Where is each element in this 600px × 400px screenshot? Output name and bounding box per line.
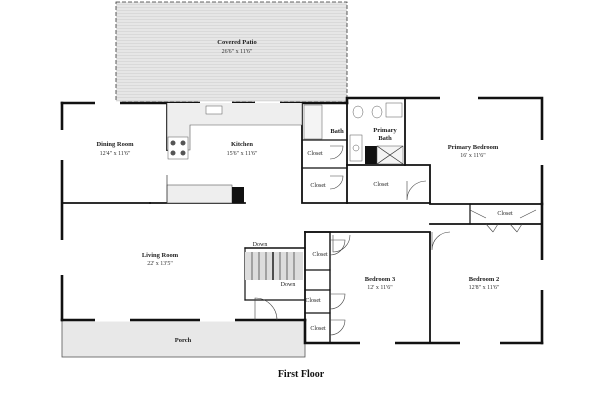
floor-title: First Floor bbox=[278, 369, 325, 380]
closet-door-lines bbox=[469, 209, 537, 219]
wall-bath-west bbox=[301, 102, 348, 204]
door-closet-hall[interactable] bbox=[329, 239, 346, 256]
bifold-door-closet[interactable] bbox=[485, 223, 523, 233]
shower-pan bbox=[365, 146, 377, 164]
refrigerator bbox=[232, 187, 244, 203]
doors bbox=[254, 145, 537, 336]
door-closet-hall-3[interactable] bbox=[329, 293, 346, 310]
primary-bedroom-dims: 16' x 11'6" bbox=[460, 153, 486, 159]
door-front[interactable] bbox=[254, 297, 278, 321]
kitchen-counter-upper bbox=[166, 103, 303, 151]
porch-area bbox=[61, 319, 306, 358]
wall-hall-closets bbox=[304, 231, 331, 344]
primary-bedroom-label: Primary Bedroom bbox=[448, 144, 499, 151]
wall-south-east bbox=[303, 318, 544, 345]
stair-labels: Down Down bbox=[253, 242, 296, 288]
door-bedroom2[interactable] bbox=[431, 231, 451, 251]
closet-labels: Closet Closet Closet Closet Closet Close… bbox=[305, 151, 513, 332]
closet-label: Closet bbox=[307, 151, 323, 157]
bedroom-3-dims: 12' x 11'6" bbox=[367, 285, 393, 291]
kitchen-label: Kitchen bbox=[231, 141, 253, 148]
burner-icon bbox=[170, 140, 176, 146]
bath-fixtures bbox=[303, 102, 404, 165]
covered-patio-area bbox=[115, 1, 348, 103]
bedroom-3[interactable]: Bedroom 3 12' x 11'6" bbox=[365, 276, 396, 291]
dining-room[interactable]: Dining Room 12'4" x 11'6" bbox=[96, 141, 134, 157]
toilet-icon bbox=[371, 105, 383, 119]
primary-bedroom[interactable]: Primary Bedroom 16' x 11'6" bbox=[448, 144, 499, 159]
dining-room-dims: 12'4" x 11'6" bbox=[100, 151, 131, 157]
primary-bath-label-line2: Bath bbox=[378, 135, 392, 142]
porch-label: Porch bbox=[175, 337, 192, 344]
living-room[interactable]: Living Room 22' x 13'5" bbox=[142, 252, 179, 267]
porch[interactable]: Porch bbox=[61, 319, 306, 358]
kitchen[interactable]: Kitchen 15'6" x 11'6" bbox=[227, 141, 258, 157]
closet-label: Closet bbox=[305, 298, 321, 304]
shower-line bbox=[376, 145, 404, 165]
door-closet-hall-2[interactable] bbox=[329, 319, 346, 336]
stair-run bbox=[245, 252, 303, 280]
closet-label: Closet bbox=[497, 211, 513, 217]
living-room-label: Living Room bbox=[142, 252, 179, 259]
wall-primary-south bbox=[346, 164, 543, 205]
kitchen-counter-lower bbox=[166, 184, 233, 204]
burner-icon bbox=[170, 150, 176, 156]
covered-patio-label: Covered Patio bbox=[217, 39, 256, 46]
closet-label: Closet bbox=[312, 252, 328, 258]
interior-walls bbox=[61, 97, 543, 344]
door-closet-bath[interactable] bbox=[329, 175, 344, 190]
wall-bedroom3 bbox=[304, 231, 431, 344]
primary-bath[interactable]: Primary Bath bbox=[373, 127, 397, 142]
bath[interactable]: Bath bbox=[330, 128, 344, 135]
cooktop bbox=[167, 136, 189, 160]
stairs bbox=[245, 252, 303, 280]
closet-label: Closet bbox=[310, 326, 326, 332]
kitchen-fixtures bbox=[166, 103, 303, 204]
burner-icon bbox=[180, 140, 186, 146]
burner-icon bbox=[180, 150, 186, 156]
toilet-icon bbox=[352, 105, 364, 119]
door-bath[interactable] bbox=[329, 145, 344, 160]
bedroom-2-dims: 12'8" x 11'6" bbox=[469, 285, 500, 291]
kitchen-dims: 15'6" x 11'6" bbox=[227, 151, 258, 157]
bathtub bbox=[303, 104, 323, 140]
bedroom-2-label: Bedroom 2 bbox=[469, 276, 499, 283]
closet-label: Closet bbox=[310, 183, 326, 189]
primary-vanity bbox=[385, 102, 403, 118]
living-room-dims: 22' x 13'5" bbox=[147, 261, 173, 267]
covered-patio[interactable]: Covered Patio 26'6" x 11'6" bbox=[115, 1, 348, 103]
kitchen-sink bbox=[205, 105, 223, 115]
door-bedroom3[interactable] bbox=[332, 234, 351, 253]
dining-room-label: Dining Room bbox=[96, 141, 134, 148]
bedroom-2[interactable]: Bedroom 2 12'8" x 11'6" bbox=[469, 276, 500, 291]
closet-label: Closet bbox=[373, 182, 389, 188]
primary-bath-label-line1: Primary bbox=[373, 127, 397, 134]
covered-patio-dims: 26'6" x 11'6" bbox=[222, 49, 253, 55]
bath-label: Bath bbox=[330, 128, 344, 135]
stair-down-label: Down bbox=[253, 242, 268, 248]
stair-down-label: Down bbox=[281, 282, 296, 288]
sink-icon bbox=[352, 144, 360, 152]
bedroom-3-label: Bedroom 3 bbox=[365, 276, 396, 283]
door-primary-closet[interactable] bbox=[406, 180, 427, 201]
